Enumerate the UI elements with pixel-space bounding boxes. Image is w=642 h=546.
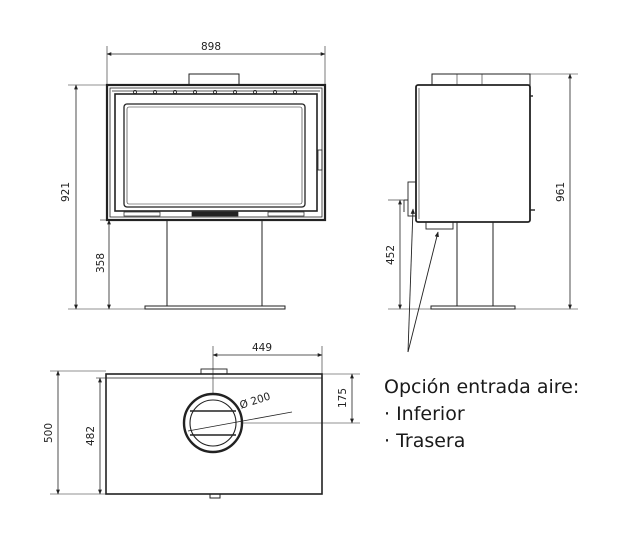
top-inner-depth-label: 482 — [85, 426, 97, 446]
air-intake-title: Opción entrada aire: — [384, 376, 580, 398]
front-pedestal-base — [144, 305, 286, 310]
top-pipe-offset-label: 175 — [337, 388, 349, 408]
top-view — [50, 346, 360, 499]
air-intake-option-trasera: · Trasera — [384, 430, 466, 452]
front-door-frame — [114, 93, 318, 212]
front-width-label: 898 — [201, 41, 221, 53]
leader-bottom-inlet — [407, 231, 439, 353]
top-offset-label: 449 — [252, 342, 272, 354]
front-view — [68, 46, 327, 310]
air-intake-option-inferior: · Inferior — [384, 403, 465, 425]
side-pedestal-column — [456, 221, 494, 307]
top-pipe-diameter-label: Ø 200 — [238, 391, 272, 412]
front-base-height-label: 358 — [95, 253, 107, 273]
front-bottom-vents — [123, 211, 305, 217]
side-view — [388, 73, 578, 353]
front-top-bolts — [112, 90, 320, 95]
top-stove-outline — [105, 373, 323, 495]
side-inlet-height-label: 452 — [385, 245, 397, 265]
leader-rear-inlet — [407, 208, 415, 353]
front-height-label: 921 — [60, 182, 72, 202]
side-stove-body — [415, 84, 531, 223]
side-pedestal-base — [430, 305, 516, 310]
side-flue-collar — [431, 73, 531, 86]
side-height-label: 961 — [555, 182, 567, 202]
front-flue-collar — [188, 73, 240, 86]
front-glass — [123, 103, 306, 208]
top-depth-label: 500 — [43, 423, 55, 443]
side-bottom-inlet — [425, 221, 454, 230]
front-stove-body — [105, 83, 327, 222]
front-pedestal-column — [166, 219, 263, 307]
